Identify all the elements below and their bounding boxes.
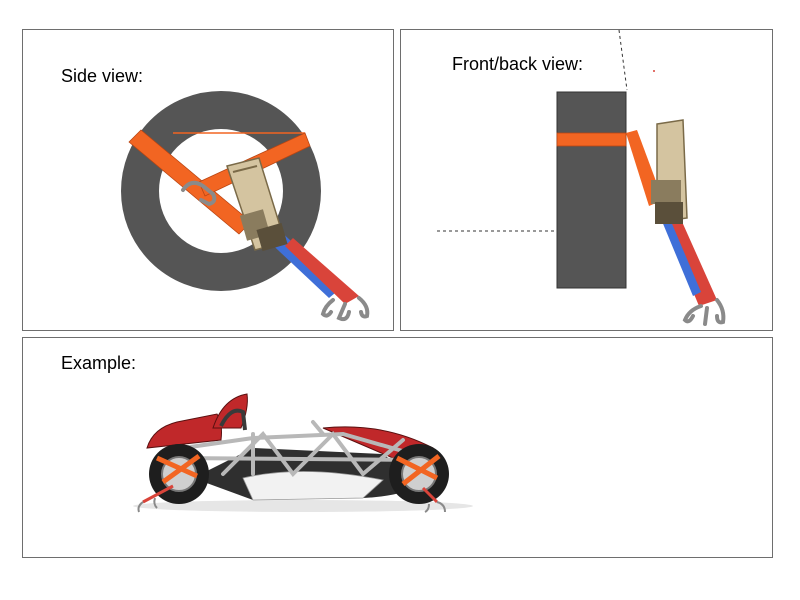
front-wheel-straps [395,454,446,513]
webbing-blue [659,212,701,296]
ratchet-icon [226,157,288,252]
example-title: Example: [61,353,137,373]
front-back-view-title: Front/back view: [452,54,584,74]
front-back-view-illustration [437,29,726,326]
webbing-red [285,238,359,304]
marker-dot [653,70,655,72]
side-view-title: Side view: [61,66,144,86]
strap-hooks-icon [320,296,370,322]
dashed-guide-vertical [618,29,628,91]
rear-wheel-straps [137,453,201,513]
example-panel: Example: [22,337,773,558]
car-shadow [133,500,473,512]
ratchet-icon [651,119,688,224]
strap-hooks-icon [682,298,726,326]
race-car-icon [146,393,449,504]
tire-profile [556,91,627,289]
strap-band [556,132,627,147]
side-view-panel: Side view: [22,29,394,331]
front-back-view-panel: Front/back view: [400,29,773,331]
tire-ring [121,91,321,291]
side-view-illustration [121,91,370,322]
example-car-illustration [133,393,473,513]
hub-hook-icon [181,180,217,207]
